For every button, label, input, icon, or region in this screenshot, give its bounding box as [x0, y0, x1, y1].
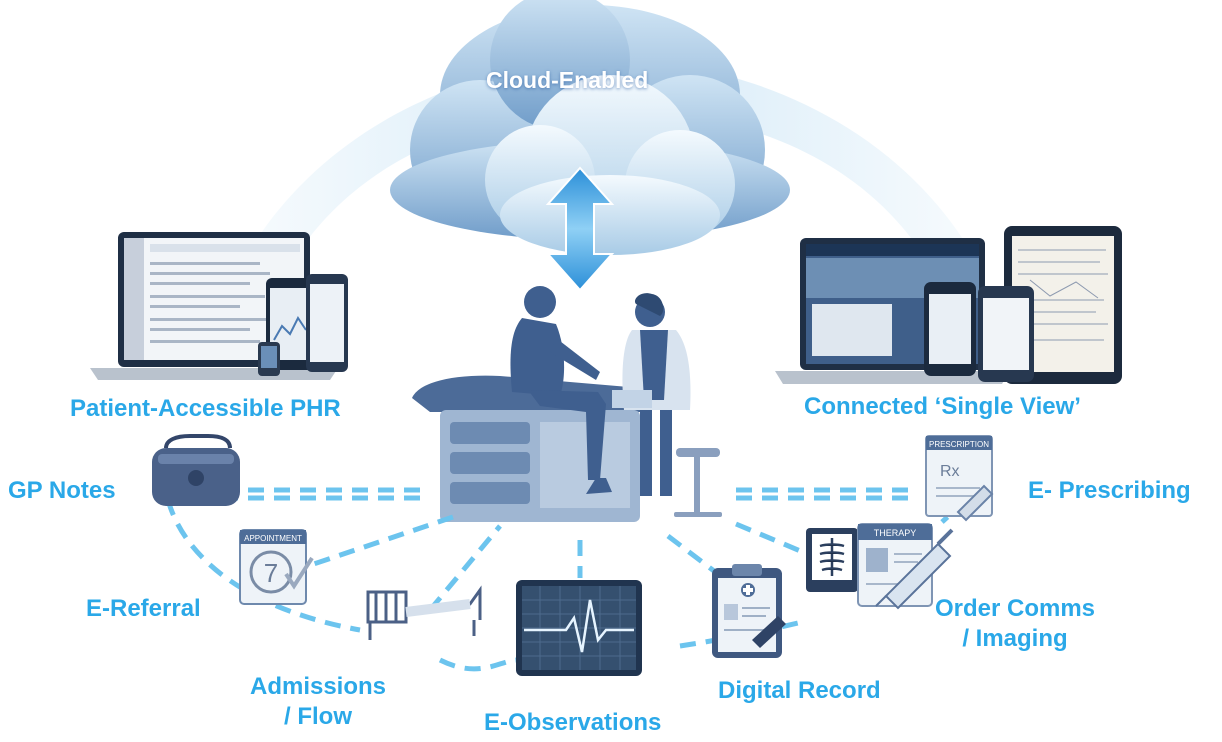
exam-table-icon: [412, 375, 640, 522]
appointment-header-text: APPOINTMENT: [244, 534, 302, 543]
order-comms-line2: / Imaging: [962, 625, 1068, 652]
prescription-icon: PRESCRIPTION Rx: [925, 435, 994, 522]
admissions-line1: Admissions: [249, 673, 387, 700]
patient-figure: [510, 286, 612, 494]
therapy-header-text: THERAPY: [874, 528, 917, 538]
admissions-line2: / Flow: [284, 703, 352, 730]
stool-icon: [674, 448, 722, 517]
patient-phr-label: Patient-Accessible PHR: [70, 395, 341, 422]
syringe-icon: [875, 528, 954, 610]
prescription-header-text: PRESCRIPTION: [929, 440, 989, 449]
doctor-bag-icon: [152, 434, 240, 506]
hospital-bed-icon: [366, 585, 482, 640]
order-comms-label: Order Comms / Imaging: [920, 594, 1110, 654]
xray-icon: [806, 528, 858, 592]
digital-record-label: Digital Record: [718, 677, 881, 704]
doctor-figure: [612, 293, 691, 496]
appointment-calendar-icon: APPOINTMENT 7: [239, 529, 314, 605]
appointment-day-text: 7: [264, 558, 278, 588]
e-referral-label: E-Referral: [86, 595, 201, 622]
clipboard-icon: [712, 564, 786, 658]
sync-arrow-icon: [545, 166, 615, 292]
rx-text: Rx: [940, 463, 960, 480]
e-observations-label: E-Observations: [484, 709, 662, 736]
heart-monitor-icon: [516, 580, 642, 676]
gp-notes-label: GP Notes: [8, 477, 116, 504]
order-comms-line1: Order Comms: [934, 595, 1096, 622]
phones-right-icon: [924, 282, 1034, 382]
cloud-enabled-label: Cloud-Enabled: [486, 67, 649, 93]
phone-left-icon: [258, 274, 348, 376]
connected-single-view-label: Connected ‘Single View’: [804, 393, 1081, 420]
e-prescribing-label: E- Prescribing: [1028, 477, 1191, 504]
admissions-label: Admissions / Flow: [238, 672, 398, 732]
